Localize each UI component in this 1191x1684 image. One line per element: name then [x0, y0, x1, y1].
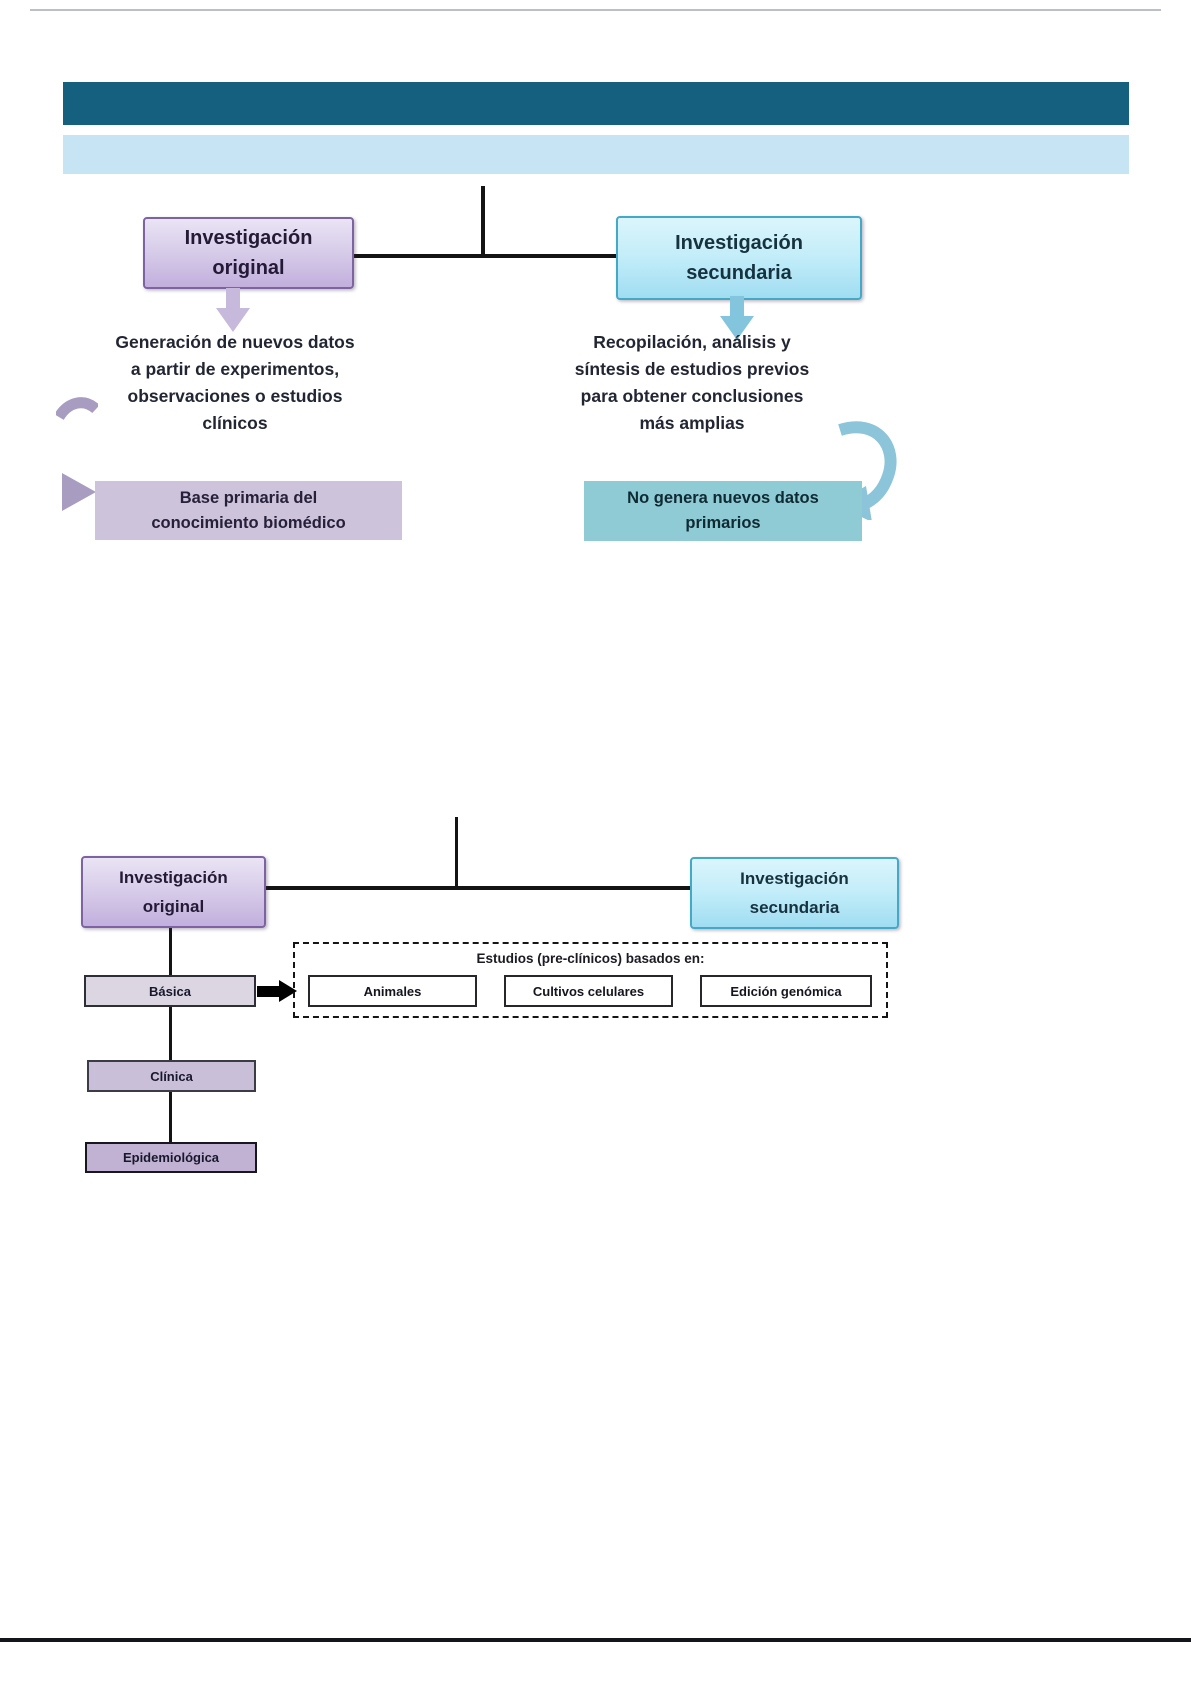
box-label-line: Investigación	[119, 868, 228, 887]
top-rule	[30, 9, 1161, 11]
note-line: Base primaria del	[179, 488, 318, 507]
diagram2-chain-line	[169, 924, 172, 1146]
diagram2-original-box: Investigación original	[81, 856, 266, 928]
note-line: primarios	[685, 514, 761, 532]
preclinical-box-edicion: Edición genómica	[700, 975, 872, 1007]
box-label-line: Investigación	[184, 227, 313, 249]
chain-label: Epidemiológica	[122, 1150, 220, 1165]
preclinical-label: Animales	[363, 983, 422, 999]
caption-bold: pre-clínicos	[541, 951, 618, 966]
description-line: clínicos	[202, 413, 268, 433]
description-line: a partir de experimentos,	[130, 359, 340, 379]
note-line: conocimiento biomédico	[151, 513, 346, 532]
bottom-rule	[0, 1638, 1191, 1642]
chain-box-basica: Básica	[84, 975, 256, 1007]
diagram1-secondary-box: Investigación secundaria	[616, 216, 862, 300]
box-label-line: secundaria	[686, 262, 792, 284]
preclinical-label: Edición genómica	[730, 983, 842, 999]
box-label-line: original	[212, 257, 285, 279]
down-arrow-icon	[720, 296, 754, 340]
description-line: más amplias	[639, 413, 745, 433]
box-label-line: original	[142, 897, 205, 916]
preclinical-label: Cultivos celulares	[532, 983, 645, 999]
chain-label: Clínica	[150, 1068, 193, 1084]
description-line: observaciones o estudios	[127, 386, 343, 406]
diagram1-secondary-description: Recopilación, análisis y síntesis de est…	[532, 329, 852, 437]
header-bar-secondary	[63, 135, 1129, 174]
box-label-line: Investigación	[675, 232, 803, 254]
note-line: No genera nuevos datos	[627, 489, 819, 507]
preclinical-caption: Estudios (pre-clínicos) basados en:	[303, 951, 878, 966]
caption-prefix: Estudios (	[476, 951, 542, 966]
diagram1-original-box: Investigación original	[143, 217, 354, 289]
diagram2-secondary-box: Investigación secundaria	[690, 857, 899, 929]
chain-box-clinica: Clínica	[87, 1060, 256, 1092]
diagram1-original-description: Generación de nuevos datos a partir de e…	[75, 329, 395, 437]
preclinical-box-cultivos: Cultivos celulares	[504, 975, 673, 1007]
right-arrow-icon	[279, 980, 297, 1002]
preclinical-box-animales: Animales	[308, 975, 477, 1007]
diagram1-root-stem-line	[481, 186, 485, 256]
description-line: para obtener conclusiones	[580, 386, 804, 406]
diagram1-original-note-panel: Base primaria del conocimiento biomédico	[95, 481, 402, 540]
down-arrow-icon	[216, 288, 250, 332]
chain-label: Básica	[149, 983, 191, 999]
description-line: síntesis de estudios previos	[574, 359, 810, 379]
right-arrow-shaft	[257, 986, 280, 997]
header-bar-primary	[63, 82, 1129, 125]
box-label-line: Investigación	[740, 869, 849, 888]
caption-suffix: ) basados en:	[617, 951, 705, 966]
description-line: Recopilación, análisis y	[593, 332, 791, 352]
diagram1-secondary-note-panel: No genera nuevos datos primarios	[584, 481, 862, 541]
diagram2-root-stem-line	[455, 817, 458, 888]
description-line: Generación de nuevos datos	[115, 332, 355, 352]
preclinical-dashed-container	[293, 942, 888, 1018]
curved-arrow-icon	[56, 397, 98, 511]
box-label-line: secundaria	[749, 898, 840, 917]
diagram2-branch-line	[262, 886, 692, 890]
chain-box-epidemiologica: Epidemiológica	[85, 1142, 257, 1173]
diagram1-branch-line	[349, 254, 618, 258]
